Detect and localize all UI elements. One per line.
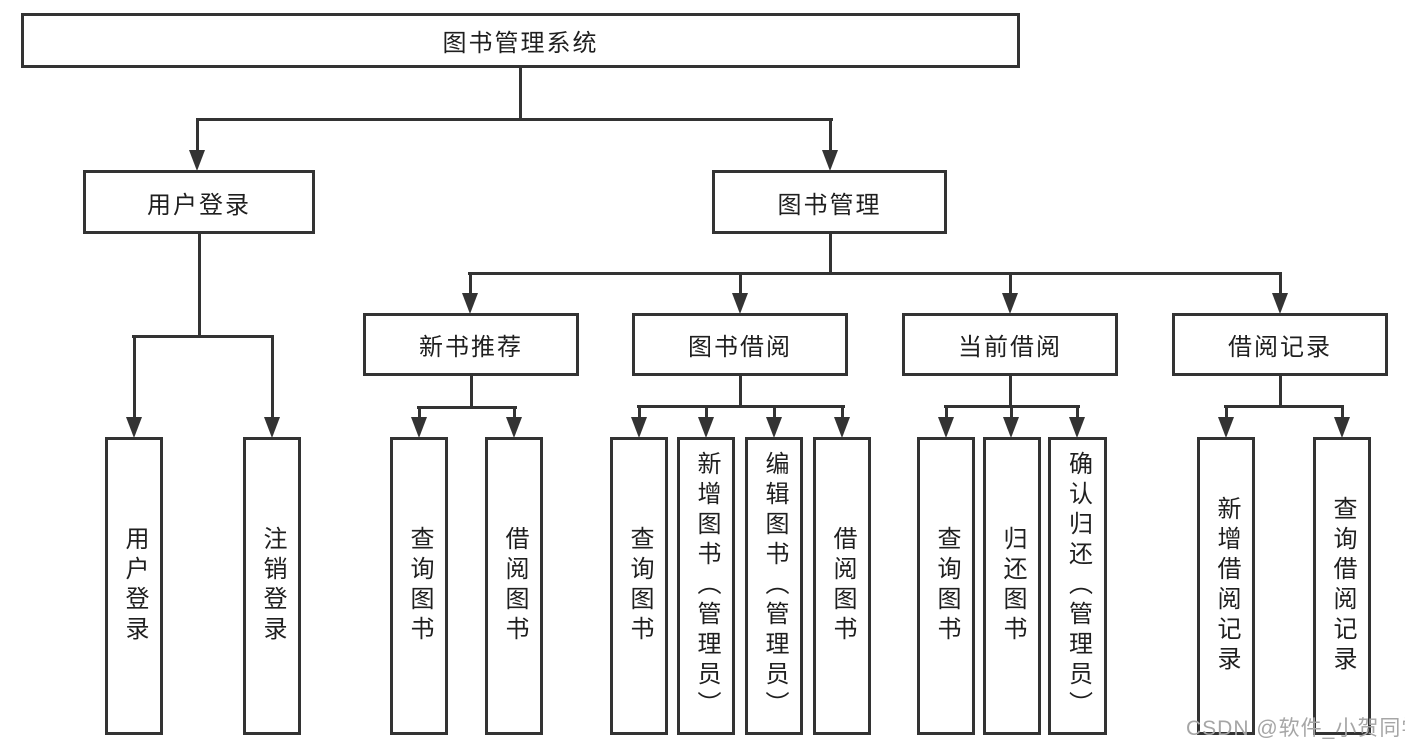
connector-drop-borrow-edit xyxy=(773,405,776,419)
node-newbooks-label: 新书推荐 xyxy=(419,334,523,361)
connector-book-mgmt-horizontal xyxy=(468,272,1282,275)
arrowhead-newbooks-query xyxy=(411,417,427,438)
connector-drop-current xyxy=(1009,272,1012,295)
connector-user-login-horizontal xyxy=(132,335,274,338)
arrowhead-records-add xyxy=(1218,417,1234,438)
arrowhead-leaf-user-login xyxy=(126,417,142,438)
node-current-label: 当前借阅 xyxy=(958,334,1062,361)
connector-drop-newbooks-borrow xyxy=(513,406,516,419)
arrowhead-borrow-query xyxy=(631,417,647,438)
node-borrow: 图书借阅 xyxy=(632,313,848,376)
leaf-logout: 注销登录 xyxy=(243,437,301,735)
arrowhead-user-login xyxy=(189,150,205,171)
connector-drop-current-query xyxy=(945,405,948,419)
leaf-borrow-add: 新增图书（管理员） xyxy=(677,437,735,735)
node-user-login: 用户登录 xyxy=(83,170,315,234)
leaf-newbooks-query: 查询图书 xyxy=(390,437,448,735)
node-root: 图书管理系统 xyxy=(21,13,1020,68)
connector-drop-current-confirm xyxy=(1076,405,1079,419)
leaf-newbooks-query-label: 查询图书 xyxy=(406,526,433,646)
leaf-current-return-label: 归还图书 xyxy=(999,526,1026,646)
connector-newbooks-stem xyxy=(470,376,473,408)
connector-drop-user-login xyxy=(196,118,199,154)
arrowhead-borrow-add xyxy=(698,417,714,438)
leaf-borrow-edit: 编辑图书（管理员） xyxy=(745,437,803,735)
connector-drop-current-return xyxy=(1010,405,1013,419)
connector-newbooks-horizontal xyxy=(417,406,517,409)
connector-root-stem xyxy=(519,66,522,121)
leaf-current-confirm-label: 确认归还（管理员） xyxy=(1064,451,1092,721)
arrowhead-newbooks-borrow xyxy=(506,417,522,438)
leaf-borrow-edit-label: 编辑图书（管理员） xyxy=(761,451,788,721)
leaf-newbooks-borrow-label: 借阅图书 xyxy=(501,526,528,646)
watermark: CSDN @软件_小贺同学 xyxy=(1186,717,1405,740)
leaf-borrow-add-label: 新增图书（管理员） xyxy=(693,451,720,721)
node-records-label: 借阅记录 xyxy=(1228,334,1332,361)
node-borrow-label: 图书借阅 xyxy=(688,334,792,361)
connector-borrow-horizontal xyxy=(637,405,845,408)
leaf-records-query: 查询借阅记录 xyxy=(1313,437,1371,735)
leaf-borrow-borrow-label: 借阅图书 xyxy=(829,526,856,646)
arrowhead-current xyxy=(1002,293,1018,314)
leaf-borrow-borrow: 借阅图书 xyxy=(813,437,871,735)
arrowhead-records xyxy=(1272,293,1288,314)
node-book-mgmt-label: 图书管理 xyxy=(777,191,882,219)
leaf-borrow-query-label: 查询图书 xyxy=(626,526,653,646)
leaf-current-query: 查询图书 xyxy=(917,437,975,735)
arrowhead-current-confirm xyxy=(1069,417,1085,438)
connector-drop-newbooks xyxy=(469,272,472,295)
leaf-records-add: 新增借阅记录 xyxy=(1197,437,1255,735)
arrowhead-borrow-borrow xyxy=(834,417,850,438)
connector-records-horizontal xyxy=(1224,405,1344,408)
node-root-label: 图书管理系统 xyxy=(442,30,599,57)
connector-drop-leaf-user-login xyxy=(133,335,136,419)
leaf-current-query-label: 查询图书 xyxy=(933,526,960,646)
arrowhead-book-mgmt xyxy=(822,150,838,171)
connector-drop-borrow-add xyxy=(705,405,708,419)
arrowhead-borrow xyxy=(732,293,748,314)
arrowhead-borrow-edit xyxy=(766,417,782,438)
arrowhead-current-query xyxy=(938,417,954,438)
arrowhead-leaf-logout xyxy=(264,417,280,438)
leaf-borrow-query: 查询图书 xyxy=(610,437,668,735)
leaf-newbooks-borrow: 借阅图书 xyxy=(485,437,543,735)
arrowhead-current-return xyxy=(1003,417,1019,438)
connector-drop-borrow xyxy=(739,272,742,295)
arrowhead-newbooks xyxy=(462,293,478,314)
connector-user-login-stem xyxy=(198,234,201,338)
connector-current-stem xyxy=(1009,376,1012,408)
connector-drop-records-query xyxy=(1341,405,1344,419)
leaf-user-login: 用户登录 xyxy=(105,437,163,735)
connector-root-horizontal xyxy=(196,118,833,121)
connector-drop-book-mgmt xyxy=(829,118,832,154)
connector-borrow-stem xyxy=(739,376,742,408)
connector-drop-borrow-borrow xyxy=(841,405,844,419)
node-newbooks: 新书推荐 xyxy=(363,313,579,376)
leaf-current-confirm: 确认归还（管理员） xyxy=(1048,437,1107,735)
connector-drop-newbooks-query xyxy=(418,406,421,419)
connector-book-mgmt-stem xyxy=(829,234,832,275)
connector-drop-leaf-logout xyxy=(271,335,274,419)
leaf-logout-label: 注销登录 xyxy=(259,526,286,646)
leaf-user-login-label: 用户登录 xyxy=(121,526,148,646)
node-book-mgmt: 图书管理 xyxy=(712,170,947,234)
node-user-login-label: 用户登录 xyxy=(147,191,251,219)
connector-records-stem xyxy=(1279,376,1282,408)
leaf-records-query-label: 查询借阅记录 xyxy=(1329,496,1356,676)
connector-drop-borrow-query xyxy=(638,405,641,419)
leaf-records-add-label: 新增借阅记录 xyxy=(1213,496,1240,676)
node-records: 借阅记录 xyxy=(1172,313,1388,376)
connector-drop-records xyxy=(1279,272,1282,295)
connector-drop-records-add xyxy=(1225,405,1228,419)
leaf-current-return: 归还图书 xyxy=(983,437,1041,735)
node-current: 当前借阅 xyxy=(902,313,1118,376)
arrowhead-records-query xyxy=(1334,417,1350,438)
